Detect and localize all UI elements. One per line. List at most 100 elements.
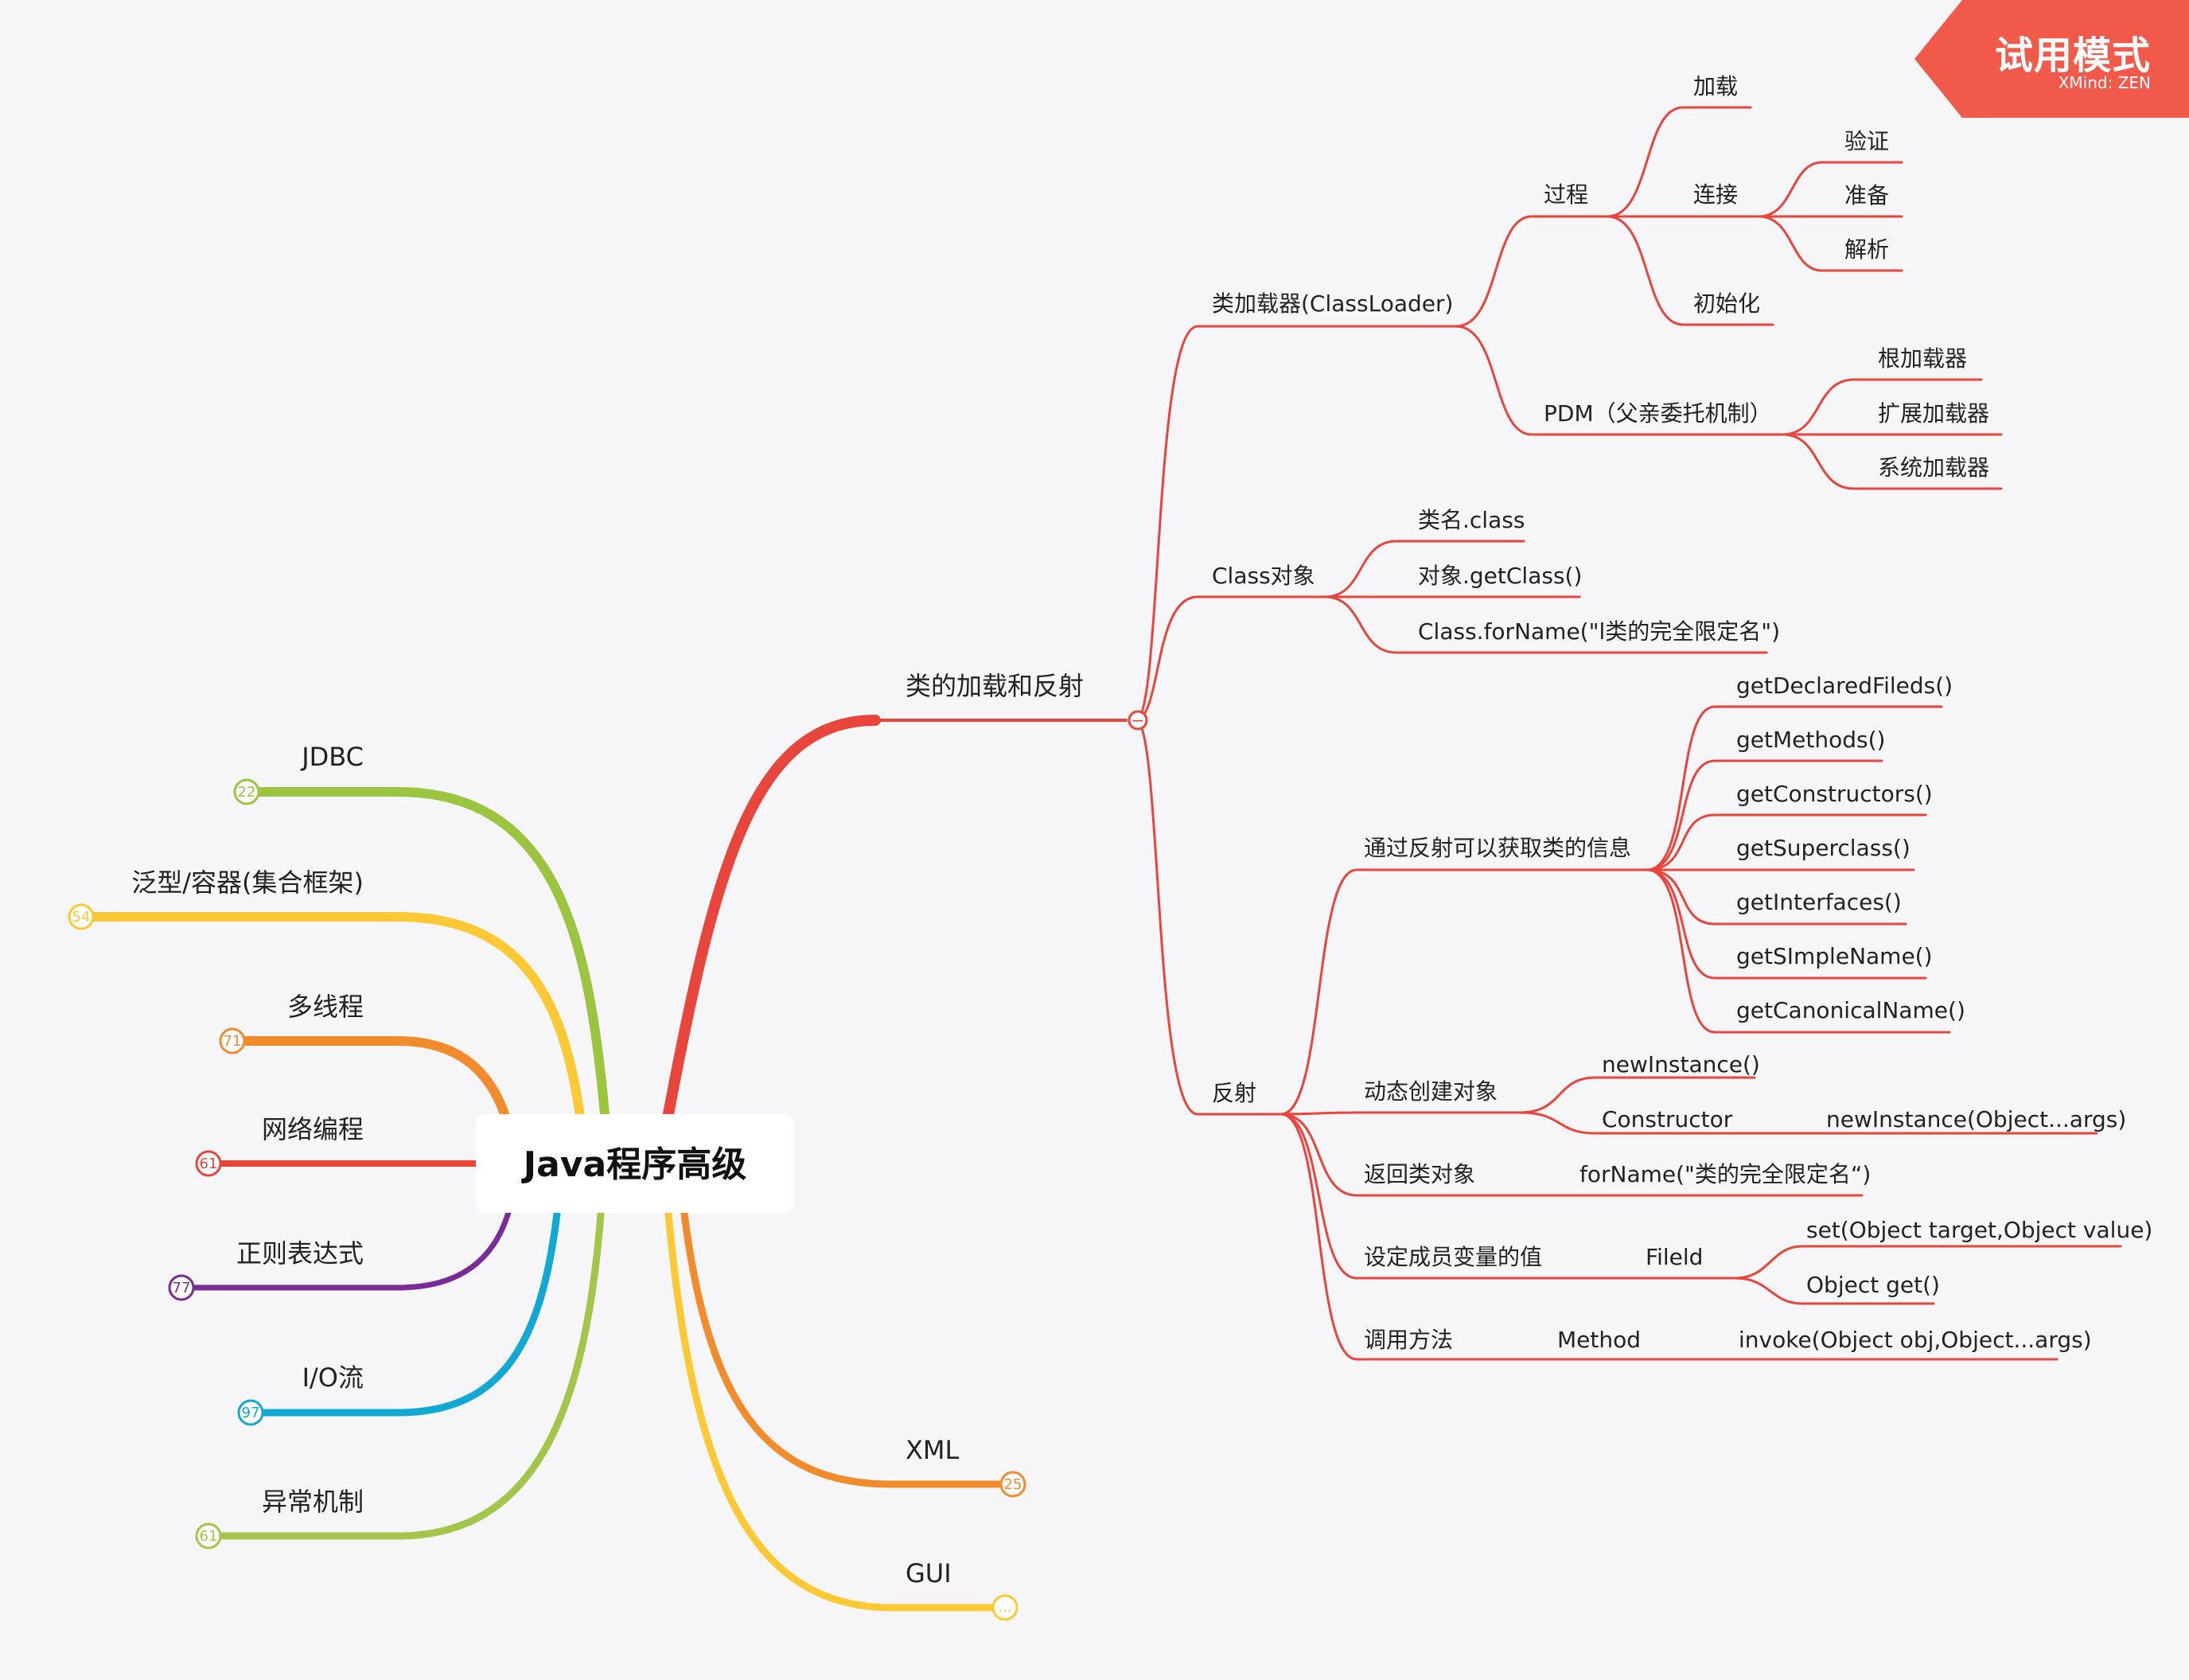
topic-gui[interactable]: GUI	[906, 1558, 952, 1588]
badge-regex-count: 77	[173, 1280, 191, 1296]
badge-network-count: 61	[200, 1156, 218, 1172]
node-prepare[interactable]: 准备	[1844, 182, 1889, 209]
node-pdm[interactable]: PDM（父亲委托机制）	[1544, 400, 1772, 427]
badge-regex-circle	[168, 1274, 195, 1301]
branch-exception-line	[204, 1210, 605, 1540]
node-link[interactable]: 连接	[1693, 181, 1738, 208]
branch-jdbc-line	[242, 787, 610, 1119]
node-classloader[interactable]: 类加载器(ClassLoader)	[1212, 290, 1453, 317]
badge-io[interactable]: 97	[237, 1399, 264, 1426]
node-system[interactable]: 系统加载器	[1878, 454, 1989, 481]
line-to-setfn	[1733, 1245, 2122, 1280]
line-to-load	[1606, 106, 1752, 218]
line-to-get2	[1646, 759, 1883, 871]
badge-generics-count: 54	[72, 909, 91, 926]
node-setfn[interactable]: set(Object target,Object value)	[1806, 1217, 2152, 1243]
badge-thread[interactable]: 71	[219, 1027, 246, 1054]
node-info-7[interactable]: getCanonicalName()	[1736, 997, 1965, 1023]
node-info-3[interactable]: getConstructors()	[1736, 781, 1933, 807]
line-to-get1	[1646, 705, 1943, 871]
node-info[interactable]: 通过反射可以获取类的信息	[1364, 835, 1631, 861]
topic-regex[interactable]: 正则表达式	[236, 1238, 364, 1269]
line-to-process	[1455, 215, 1609, 328]
node-getclass[interactable]: 对象.getClass()	[1418, 563, 1582, 589]
node-process[interactable]: 过程	[1544, 181, 1588, 208]
badge-jdbc[interactable]: 22	[233, 778, 260, 805]
line-to-class-object	[1135, 595, 1326, 722]
badge-regex[interactable]: 77	[168, 1274, 195, 1301]
line-to-invoke	[1280, 1113, 1513, 1361]
node-bootstrap[interactable]: 根加载器	[1878, 345, 1967, 372]
node-info-4[interactable]: getSuperclass()	[1736, 835, 1911, 861]
line-to-get6	[1646, 868, 1927, 980]
center-node-title: Java程序高级	[521, 1144, 746, 1185]
line-to-verify	[1757, 161, 1903, 218]
branch-thread-line	[228, 1036, 514, 1135]
node-info-5[interactable]: getInterfaces()	[1736, 889, 1902, 915]
badge-generics[interactable]: 54	[68, 903, 95, 930]
badge-network[interactable]: 61	[195, 1150, 222, 1177]
topic-exception[interactable]: 异常机制	[262, 1487, 364, 1517]
topic-xml[interactable]: XML	[906, 1435, 960, 1465]
line-to-newinstance	[1518, 1076, 1756, 1114]
node-constructor-new[interactable]: newInstance(Object...args)	[1826, 1106, 2126, 1132]
line-to-bootstrap	[1781, 378, 1983, 436]
node-newinstance[interactable]: newInstance()	[1602, 1051, 1760, 1078]
badge-thread-count: 71	[224, 1033, 242, 1050]
topic-io[interactable]: I/O流	[302, 1362, 364, 1393]
center-node[interactable]: Java程序高级	[476, 1114, 794, 1213]
node-constructor[interactable]: Constructor	[1602, 1106, 1733, 1132]
node-invoke[interactable]: 调用方法	[1364, 1327, 1453, 1353]
node-classname[interactable]: 类名.class	[1418, 507, 1525, 533]
node-class-object[interactable]: Class对象	[1212, 563, 1315, 589]
node-return[interactable]: 返回类对象	[1364, 1161, 1475, 1187]
branch-reflection-line	[663, 715, 881, 1120]
branch-io-line	[247, 1210, 561, 1417]
trial-banner-subtitle: XMind: ZEN	[2058, 73, 2151, 92]
node-info-6[interactable]: getSImpleName()	[1736, 943, 1933, 969]
line-to-get3	[1646, 813, 1927, 871]
badge-exception[interactable]: 61	[195, 1522, 222, 1549]
badge-io-circle	[237, 1399, 264, 1426]
node-reflect[interactable]: 反射	[1212, 1080, 1256, 1106]
trial-banner[interactable]	[1914, 0, 2189, 118]
node-parse[interactable]: 解析	[1844, 236, 1889, 263]
topic-network[interactable]: 网络编程	[262, 1114, 364, 1144]
node-verify[interactable]: 验证	[1844, 128, 1889, 154]
reflection-subtree: 类加载器(ClassLoader) 过程 加载 连接 初始化 验证 准备 解析 …	[1212, 73, 2152, 1353]
collapse-icon: −	[1132, 711, 1145, 730]
branch-regex-line	[178, 1206, 512, 1291]
right-topics: XML GUI 25 ...	[906, 1435, 1026, 1621]
branch-gui-line	[664, 1210, 999, 1612]
badge-xml[interactable]: 25	[999, 1471, 1026, 1498]
line-to-parse	[1757, 215, 1903, 272]
topic-thread[interactable]: 多线程	[287, 992, 364, 1022]
line-to-get5	[1646, 868, 1907, 926]
node-getfn[interactable]: Object get()	[1806, 1272, 1940, 1298]
line-to-classname	[1323, 540, 1525, 598]
badge-exception-count: 61	[200, 1528, 218, 1545]
node-load[interactable]: 加载	[1693, 73, 1738, 99]
node-set[interactable]: 设定成员变量的值	[1364, 1244, 1542, 1270]
topic-generics[interactable]: 泛型/容器(集合框架)	[131, 867, 364, 898]
topic-reflection[interactable]: 类的加载和反射	[906, 671, 1084, 701]
node-init[interactable]: 初始化	[1693, 290, 1760, 317]
node-dynamic[interactable]: 动态创建对象	[1364, 1078, 1498, 1105]
node-invoke-call[interactable]: invoke(Object obj,Object...args)	[1739, 1327, 2092, 1353]
line-to-constructor	[1518, 1111, 1816, 1135]
node-ext[interactable]: 扩展加载器	[1878, 400, 1989, 427]
badge-generics-circle	[68, 903, 95, 930]
line-to-system	[1781, 433, 2003, 490]
badge-gui-count: ...	[998, 1599, 1011, 1616]
node-info-1[interactable]: getDeclaredFileds()	[1736, 672, 1953, 699]
collapse-toggle[interactable]: −	[1128, 710, 1148, 731]
topic-jdbc[interactable]: JDBC	[300, 742, 364, 772]
node-method[interactable]: Method	[1557, 1327, 1641, 1353]
badge-network-circle	[195, 1150, 222, 1177]
badge-gui[interactable]: ...	[991, 1594, 1019, 1621]
trial-banner-shape	[1914, 0, 2189, 118]
node-info-2[interactable]: getMethods()	[1736, 727, 1885, 753]
node-forname[interactable]: Class.forName("l类的完全限定名")	[1418, 618, 1780, 645]
node-return-child[interactable]: forName("类的完全限定名“)	[1579, 1161, 1871, 1187]
node-field[interactable]: Fileld	[1646, 1244, 1703, 1270]
